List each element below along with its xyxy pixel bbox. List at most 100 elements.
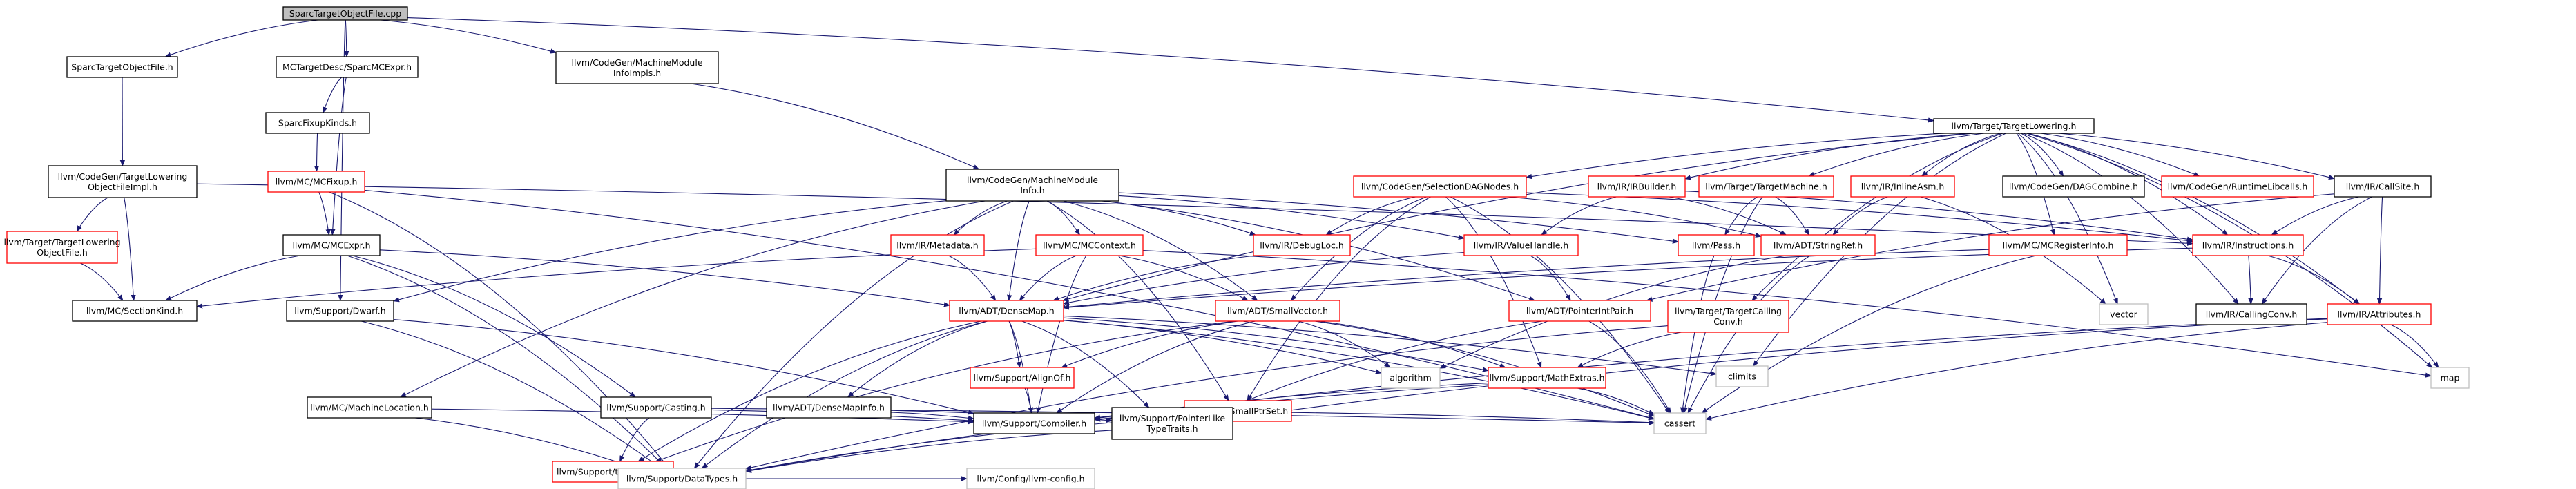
node-seldag[interactable]: llvm/CodeGen/SelectionDAGNodes.h (1353, 175, 1527, 198)
node-mcexpr[interactable]: llvm/MC/MCExpr.h (282, 234, 381, 256)
node-sectionkind[interactable]: llvm/MC/SectionKind.h (72, 300, 198, 322)
dependency-edge-pointerintpair-to-pointerlike (1230, 320, 1543, 408)
node-smallvector[interactable]: llvm/ADT/SmallVector.h (1215, 300, 1340, 322)
node-mcreginfo[interactable]: llvm/MC/MCRegisterInfo.h (1988, 234, 2128, 256)
node-compiler[interactable]: llvm/Support/Compiler.h (973, 412, 1095, 434)
node-box (276, 56, 419, 78)
node-box (1463, 234, 1579, 256)
dependency-edge-seldag-to-stringref (1506, 196, 1761, 236)
node-targetlowering[interactable]: llvm/Target/TargetLowering.h (1933, 118, 2095, 134)
dependency-edge-tlofimpl-to-sectionkind (124, 197, 134, 300)
node-label: llvm/ADT/StringRef.h (1774, 240, 1863, 251)
node-inlineasm[interactable]: llvm/IR/InlineAsm.h (1850, 175, 1955, 198)
node-sparcmcexpr[interactable]: MCTargetDesc/SparcMCExpr.h (276, 56, 419, 78)
dependency-edge-densemap-to-typetraits (638, 320, 981, 461)
node-root: SparcTargetObjectFile.cpp (282, 6, 408, 21)
node-callingconv[interactable]: llvm/IR/CallingConv.h (2195, 303, 2307, 325)
dependency-edge-targetlowering-to-mcreginfo (2016, 133, 2055, 235)
node-box (1508, 300, 1651, 322)
node-label: llvm/Target/TargetCalling (1675, 306, 1782, 316)
node-label: llvm/MC/MachineLocation.h (310, 403, 429, 413)
node-stofh[interactable]: SparcTargetObjectFile.h (66, 56, 178, 78)
dependency-edge-mcexpr-to-datatypes (347, 255, 667, 468)
dependency-edge-metadata-to-densemap (948, 255, 995, 300)
node-box (1678, 234, 1755, 256)
node-label: InfoImpls.h (613, 68, 661, 78)
node-debugloc[interactable]: llvm/IR/DebugLoc.h (1253, 234, 1351, 256)
node-box (282, 234, 381, 256)
node-mccontext[interactable]: llvm/MC/MCContext.h (1035, 234, 1144, 256)
dependency-edge-root-to-targetlowering (407, 17, 1934, 121)
node-machineloc[interactable]: llvm/MC/MachineLocation.h (307, 396, 432, 419)
node-densemapinfo[interactable]: llvm/ADT/DenseMapInfo.h (766, 396, 892, 419)
node-casting[interactable]: llvm/Support/Casting.h (600, 396, 712, 419)
node-dwarf[interactable]: llvm/Support/Dwarf.h (286, 300, 394, 322)
node-box (1653, 412, 1707, 434)
node-instructions[interactable]: llvm/IR/Instructions.h (2192, 234, 2304, 256)
node-box (2327, 303, 2432, 325)
node-mathextras[interactable]: llvm/Support/MathExtras.h (1488, 367, 1606, 389)
dependency-edge-mcreginfo-to-cassert (1702, 255, 2037, 413)
node-dagcombine[interactable]: llvm/CodeGen/DAGCombine.h (2002, 175, 2145, 198)
dependency-edge-densemap-to-pointerlike (1021, 320, 1149, 408)
node-stringref[interactable]: llvm/ADT/StringRef.h (1760, 234, 1876, 256)
node-box (766, 396, 892, 419)
dependency-edge-root-to-sparcmcexpr (345, 19, 347, 57)
node-label: llvm/IR/InlineAsm.h (1861, 182, 1945, 192)
node-metadata[interactable]: llvm/IR/Metadata.h (890, 234, 985, 256)
dependency-edge-targetlowering-to-attributes (2028, 133, 2359, 304)
dependency-edge-smallvector-to-algorithm (1298, 320, 1390, 367)
dependency-edge-mcfixup-to-mcexpr (318, 191, 329, 235)
node-box (2334, 175, 2432, 198)
dependency-edge-densemap-to-algorithm (1063, 320, 1381, 373)
node-label: llvm/ADT/SmallVector.h (1227, 306, 1328, 316)
node-pass[interactable]: llvm/Pass.h (1678, 234, 1755, 256)
node-mcfixup[interactable]: llvm/MC/MCFixup.h (267, 171, 365, 193)
node-box (600, 396, 712, 419)
node-fixupkinds[interactable]: SparcFixupKinds.h (265, 112, 370, 134)
dependency-edge-seldag-to-smallptrset (1247, 196, 1431, 401)
dependency-edge-targetmachine-to-cassert (1684, 196, 1763, 413)
node-alignof[interactable]: llvm/Support/AlignOf.h (970, 367, 1075, 389)
node-label: Conv.h (1713, 316, 1743, 327)
dependency-edge-attributes-to-pointerlike (1233, 318, 2328, 418)
node-box (555, 51, 719, 84)
dependency-edge-mcexpr-to-sectionkind (166, 255, 301, 301)
node-box (1381, 367, 1441, 389)
dependency-edge-root-to-stofh (166, 19, 318, 57)
node-label: llvm/MC/MCContext.h (1043, 240, 1136, 251)
node-attributes[interactable]: llvm/IR/Attributes.h (2327, 303, 2432, 325)
node-label: vector (2110, 309, 2138, 320)
node-box (890, 234, 985, 256)
node-label: Info.h (1020, 185, 1044, 195)
dependency-edge-smallvector-to-cassert (1314, 320, 1654, 417)
dependency-edge-attributes-to-cassert (1706, 322, 2328, 419)
node-pointerintpair[interactable]: llvm/ADT/PointerIntPair.h (1508, 300, 1651, 322)
node-label: llvm/IR/CallSite.h (2346, 182, 2420, 192)
node-label: llvm/IR/Instructions.h (2202, 240, 2294, 251)
node-tlofimpl[interactable]: llvm/CodeGen/TargetLoweringObjectFileImp… (48, 165, 198, 198)
node-label: algorithm (1390, 373, 1431, 383)
node-box (617, 468, 747, 489)
node-densemap[interactable]: llvm/ADT/DenseMap.h (949, 300, 1064, 322)
node-label: llvm/Target/TargetMachine.h (1705, 182, 1827, 192)
dependency-edge-mmi-to-metadata (954, 200, 1008, 235)
dependency-edge-smallvector-to-alignof (1061, 320, 1238, 368)
node-runtimelibcalls[interactable]: llvm/CodeGen/RuntimeLibcalls.h (2161, 175, 2314, 198)
node-label: llvm/CodeGen/DAGCombine.h (2009, 182, 2138, 192)
dependency-edge-irbuilder-to-stringref (1669, 196, 1786, 236)
node-targetmachine[interactable]: llvm/Target/TargetMachine.h (1698, 175, 1834, 198)
dependency-edge-mmi-to-machineloc (401, 200, 986, 398)
node-irbuilder[interactable]: llvm/IR/IRBuilder.h (1588, 175, 1686, 198)
node-label: llvm/IR/CallingConv.h (2206, 309, 2298, 320)
node-valuehandle[interactable]: llvm/IR/ValueHandle.h (1463, 234, 1579, 256)
node-box (2002, 175, 2145, 198)
node-label: llvm/Support/Compiler.h (982, 419, 1086, 429)
node-callsite[interactable]: llvm/IR/CallSite.h (2334, 175, 2432, 198)
dependency-edge-sparcmcexpr-to-mcexpr (332, 77, 347, 235)
